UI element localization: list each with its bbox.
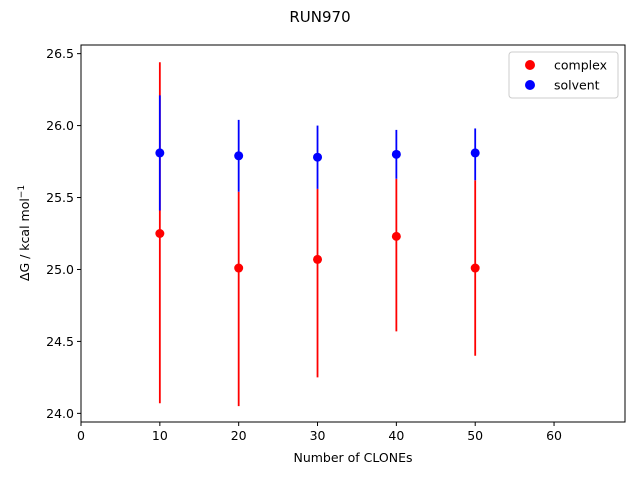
data-point-complex — [155, 229, 165, 238]
y-tick-label: 26.5 — [46, 46, 74, 61]
data-point-solvent — [234, 151, 244, 161]
data-point-complex — [391, 231, 401, 241]
y-axis-label: ΔG / kcal mol−1 — [17, 185, 32, 281]
x-tick-label: 20 — [231, 428, 247, 443]
x-tick-label: 30 — [310, 428, 326, 443]
data-point-solvent — [391, 149, 401, 159]
x-tick-label: 10 — [152, 428, 168, 443]
data-point-complex — [313, 254, 323, 264]
data-point-complex — [470, 263, 480, 273]
legend-label-complex: complex — [554, 58, 607, 73]
legend-label-solvent: solvent — [554, 78, 600, 93]
legend-marker-solvent — [525, 80, 535, 90]
legend: complex solvent — [508, 51, 619, 99]
data-point-solvent — [470, 148, 480, 158]
x-tick-label: 60 — [546, 428, 562, 443]
legend-marker-complex — [525, 60, 535, 70]
x-tick-label: 0 — [77, 428, 85, 443]
y-tick-label: 24.5 — [46, 334, 74, 349]
x-tick-label: 40 — [388, 428, 404, 443]
y-tick-label: 25.0 — [46, 262, 74, 277]
y-axis-ticks: 24.0 24.5 25.0 25.5 26.0 26.5 — [46, 46, 81, 421]
y-tick-label: 24.0 — [46, 406, 74, 421]
plot-area — [155, 62, 480, 407]
x-tick-label: 50 — [467, 428, 483, 443]
y-axis-label-sup: −1 — [17, 185, 27, 198]
axes-frame — [80, 44, 626, 423]
chart-title: RUN970 — [289, 8, 350, 26]
x-axis-ticks: 0 10 20 30 40 50 60 — [77, 422, 562, 443]
data-point-solvent — [313, 152, 323, 162]
data-point-solvent — [155, 148, 165, 158]
x-axis-label: Number of CLONEs — [293, 450, 412, 465]
y-axis-label-main: ΔG / kcal mol — [17, 198, 32, 281]
y-tick-label: 26.0 — [46, 118, 74, 133]
y-tick-label: 25.5 — [46, 190, 74, 205]
legend-box — [508, 51, 619, 99]
data-point-complex — [234, 263, 244, 273]
